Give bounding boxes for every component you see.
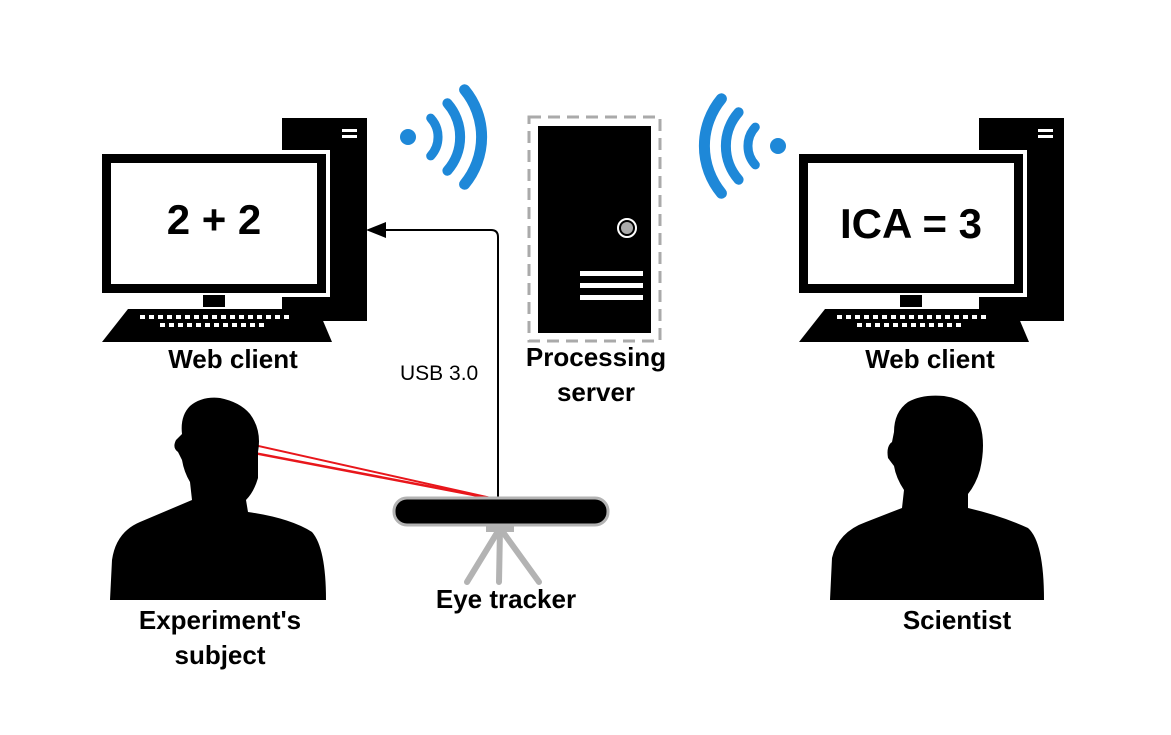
subject-silhouette-icon — [110, 397, 326, 600]
eye-tracker-label: Eye tracker — [435, 584, 577, 614]
subject-label-line2: subject — [174, 640, 266, 671]
wifi-left-icon — [400, 84, 488, 190]
wifi-right-icon — [698, 93, 786, 199]
eye-tracker-icon — [392, 496, 610, 585]
server-label-line2: server — [556, 377, 636, 408]
right-computer-icon — [795, 118, 1064, 342]
scientist-silhouette-icon — [830, 395, 1044, 600]
left-screen-text: 2 + 2 — [166, 196, 262, 243]
subject-label: Experiment's subject — [100, 603, 340, 673]
server-tower-icon — [527, 115, 662, 343]
usb-connection-line — [366, 222, 499, 499]
server-label-line1: Processing — [525, 342, 667, 372]
right-screen-text: ICA = 3 — [840, 200, 982, 247]
right-keyboard-keys — [837, 315, 986, 327]
usb-label: USB 3.0 — [400, 362, 479, 385]
scientist-label: Scientist — [902, 605, 1012, 635]
subject-label-line1: Experiment's — [138, 605, 302, 635]
arrow-head-icon — [366, 222, 386, 238]
server-label: Processing server — [496, 340, 696, 410]
left-keyboard-keys — [140, 315, 289, 327]
right-web-client-label: Web client — [865, 344, 995, 374]
left-web-client-label: Web client — [168, 344, 298, 374]
